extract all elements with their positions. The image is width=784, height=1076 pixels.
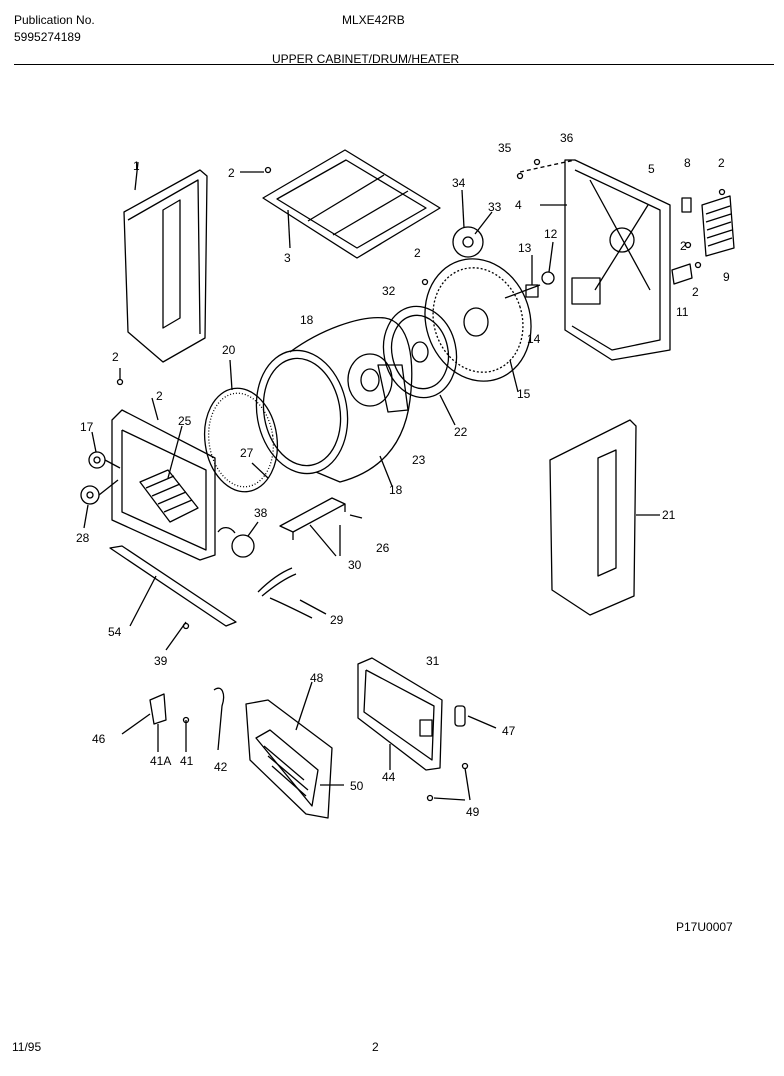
callout-5: 5	[648, 162, 655, 176]
callout-2: 2	[680, 239, 687, 253]
footer-date: 11/95	[12, 1040, 42, 1054]
callout-22: 2	[156, 389, 163, 403]
callout-42: 41	[180, 754, 194, 768]
callout-47: 48	[310, 671, 324, 685]
callout-32: 32	[382, 284, 396, 298]
callout-31: 39	[154, 654, 168, 668]
section-title: UPPER CABINET/DRUM/HEATER	[272, 52, 460, 66]
part-door-hinge	[121, 687, 225, 752]
callout-18: 18	[300, 313, 314, 327]
part-grille	[671, 195, 735, 285]
drawing-code: P17U0007	[676, 920, 733, 934]
callout-17: 22	[454, 425, 468, 439]
header-rule	[14, 64, 774, 65]
callout-1: 1	[133, 159, 140, 173]
callout-38: 21	[662, 508, 676, 522]
publication-number: 5995274189	[14, 30, 81, 44]
callout-20: 20	[222, 343, 236, 357]
callout-2: 2	[692, 285, 699, 299]
callout-11: 11	[676, 305, 689, 319]
callout-46: 47	[502, 724, 516, 738]
part-toe-panel	[109, 545, 237, 651]
part-door-handle	[454, 705, 497, 729]
part-heater-cover	[279, 497, 363, 557]
publication-label: Publication No.	[14, 13, 95, 27]
part-drum-roller	[452, 189, 493, 258]
callout-8: 8	[684, 156, 691, 170]
callout-labels: 1 2 3 35 36 5 8 2 34 33 4 2 9 2 12 13 2 …	[76, 131, 730, 819]
callout-28: 38	[254, 506, 268, 520]
callout-21: 18	[389, 483, 403, 497]
callout-2: 2	[718, 156, 725, 170]
callout-2: 2	[414, 246, 421, 260]
part-left-side-panel	[123, 161, 208, 363]
callout-34: 34	[452, 176, 466, 190]
part-rear-bulkhead	[382, 305, 458, 426]
callout-4: 4	[515, 198, 522, 212]
part-wire-harness	[257, 567, 327, 619]
callout-30: 26	[376, 541, 390, 555]
callout-54: 29	[330, 613, 344, 627]
callout-14: 14	[527, 332, 541, 346]
callout-36: 36	[560, 131, 574, 145]
page-number: 2	[372, 1040, 379, 1054]
callout-12: 12	[544, 227, 558, 241]
callout-33: 33	[488, 200, 502, 214]
part-screws	[116, 158, 726, 802]
part-front-panel	[111, 397, 216, 561]
part-drum-seal	[203, 359, 279, 493]
part-top-panel	[262, 149, 441, 259]
model-number: MLXE42RB	[342, 13, 405, 27]
callout-41a: 46	[92, 732, 106, 746]
callout-29: 30	[348, 558, 362, 572]
callout-23: 27	[240, 446, 254, 460]
callout-2: 2	[112, 350, 119, 364]
part-door-switch	[217, 521, 259, 558]
callout-48: 31	[426, 654, 440, 668]
callout-18: 23	[412, 453, 426, 467]
part-rear-panel	[519, 159, 671, 361]
callout-27: 25	[178, 414, 192, 428]
callout-15: 15	[517, 387, 531, 401]
callout-9: 9	[723, 270, 730, 284]
callout-13: 13	[518, 241, 532, 255]
part-outer-door	[357, 657, 471, 801]
callout-25: 17	[80, 420, 94, 434]
part-knobs	[80, 431, 121, 529]
callout-50: 44	[382, 770, 396, 784]
callout-26: 28	[76, 531, 90, 545]
callout-44: 42	[214, 760, 228, 774]
part-drum-rear	[424, 258, 532, 393]
callout-39: 54	[108, 625, 122, 639]
callout-49: 50	[350, 779, 364, 793]
callout-41: 41A	[150, 754, 171, 768]
callout-35: 35	[498, 141, 512, 155]
part-drum	[255, 316, 413, 487]
part-inner-door	[245, 681, 344, 819]
callout-3: 3	[284, 251, 291, 265]
callout-2: 2	[228, 166, 235, 180]
callout-24: 49	[466, 805, 480, 819]
part-right-side-panel	[549, 419, 660, 616]
